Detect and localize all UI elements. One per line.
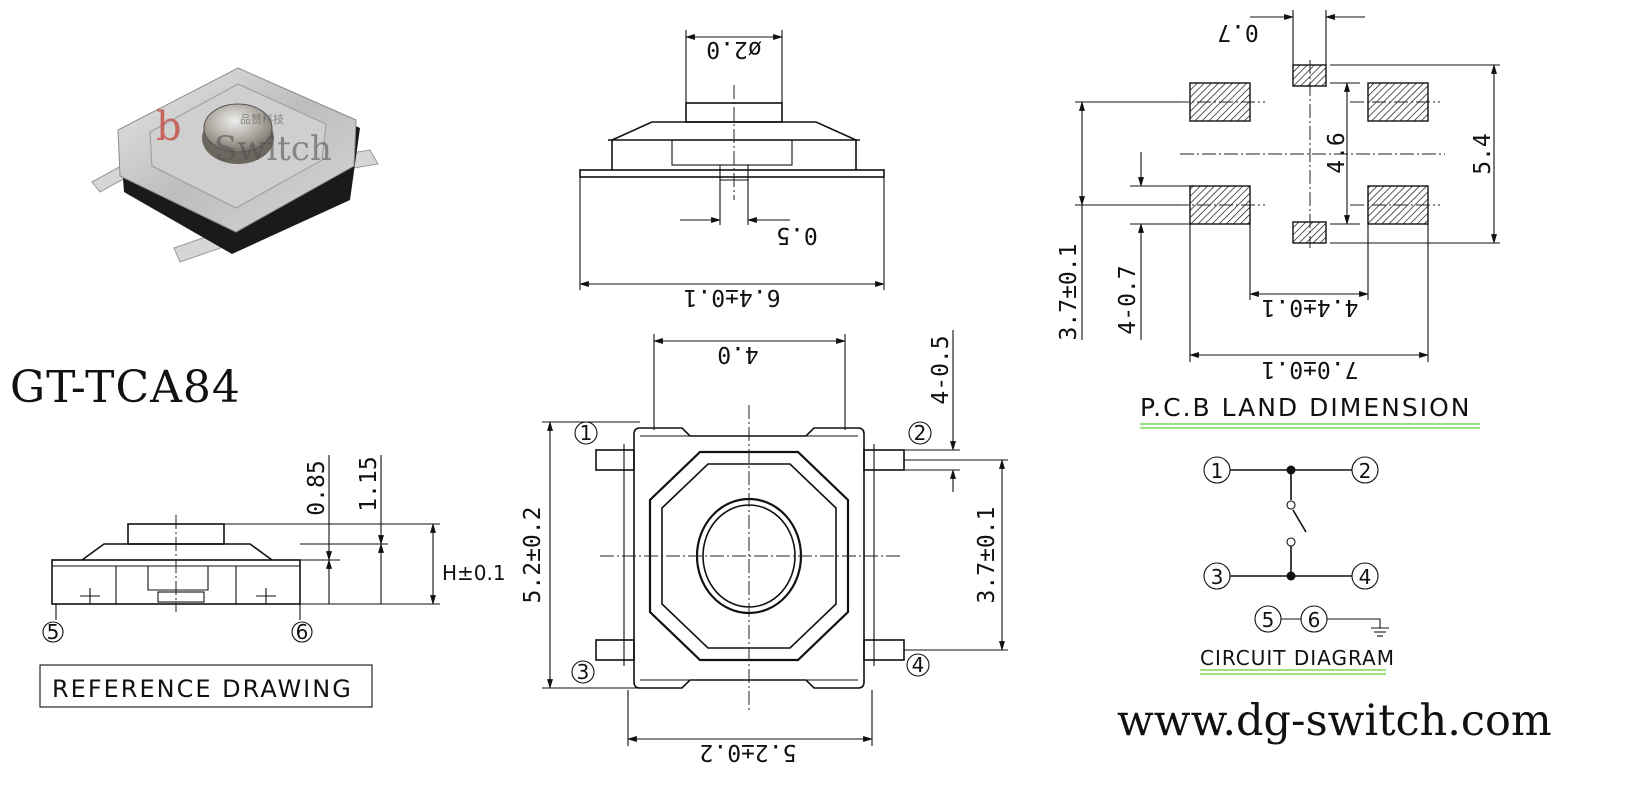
product-photo: b Switch 品赞科技 [91,67,379,263]
website-url: www.dg-switch.com [1117,696,1552,746]
dim-pcb-pad-size: 4-0.7 [1115,265,1141,334]
front-pin-label-4: 4 [912,653,925,677]
dim-ref-085: 0.85 [304,460,330,515]
dim-pin-width: 4-0.5 [928,335,954,404]
front-pin-label-3: 3 [577,660,590,684]
photo-logo-cn: 品赞科技 [240,112,284,126]
circuit-caption: CIRCUIT DIAGRAM [1200,646,1395,670]
dim-body-width: 4.0 [717,341,759,367]
dim-ref-height: H±0.1 [442,561,506,585]
dim-body-width-tol: 5.2±0.2 [700,739,797,765]
dim-pcb-pad-spacing: 3.7±0.1 [1056,244,1082,341]
reference-drawing: 5 6 0.85 1.15 H±0.1 REFERENCE DRAWING [39,455,506,708]
photo-logo-text: Switch [214,129,332,169]
dim-pcb-inner-width: 4.4±0.1 [1262,294,1359,320]
dim-pcb-outer-width: 7.0±0.1 [1262,356,1359,382]
photo-logo-letter: b [156,104,182,150]
side-view: ø2.0 0.5 6.4±0.1 [579,30,885,310]
circuit-diagram: 1 2 3 4 5 6 CIRCUIT DIAGRAM [1200,456,1395,675]
circuit-pin-label-1: 1 [1211,459,1224,483]
dim-pcb-inner-height: 4.6 [1324,132,1350,174]
pcb-land-pattern: 0.7 4.6 5.4 3.7±0.1 4-0.7 4.4±0.1 7.0±0.… [1056,10,1500,429]
dim-stem-diameter: ø2.0 [706,36,761,62]
ref-pin-label-6: 6 [296,620,309,644]
dim-pcb-outer-height: 5.4 [1470,133,1496,175]
front-pin-label-2: 2 [914,421,927,445]
dim-overall-length: 6.4±0.1 [684,284,781,310]
dim-pcb-pad-pitch: 0.7 [1217,19,1259,45]
dim-pin-pitch: 3.7±0.1 [974,507,1000,604]
front-view: 1 2 3 4 4.0 5.2±0.2 5.2±0.2 4-0.5 3.7±0.… [520,330,1008,765]
dim-lead-thickness: 0.5 [776,222,818,248]
circuit-pin-label-5: 5 [1262,608,1275,632]
dim-body-height: 5.2±0.2 [520,507,546,604]
dim-ref-115: 1.15 [356,456,382,511]
circuit-pin-label-6: 6 [1308,608,1321,632]
pcb-caption: P.C.B LAND DIMENSION [1140,393,1471,422]
circuit-pin-label-4: 4 [1359,565,1372,589]
part-number-title: GT-TCA84 [10,362,241,413]
front-pin-label-1: 1 [580,421,593,445]
circuit-pin-label-2: 2 [1359,459,1372,483]
reference-caption: REFERENCE DRAWING [52,675,353,703]
circuit-pin-label-3: 3 [1211,565,1224,589]
ref-pin-label-5: 5 [47,620,60,644]
